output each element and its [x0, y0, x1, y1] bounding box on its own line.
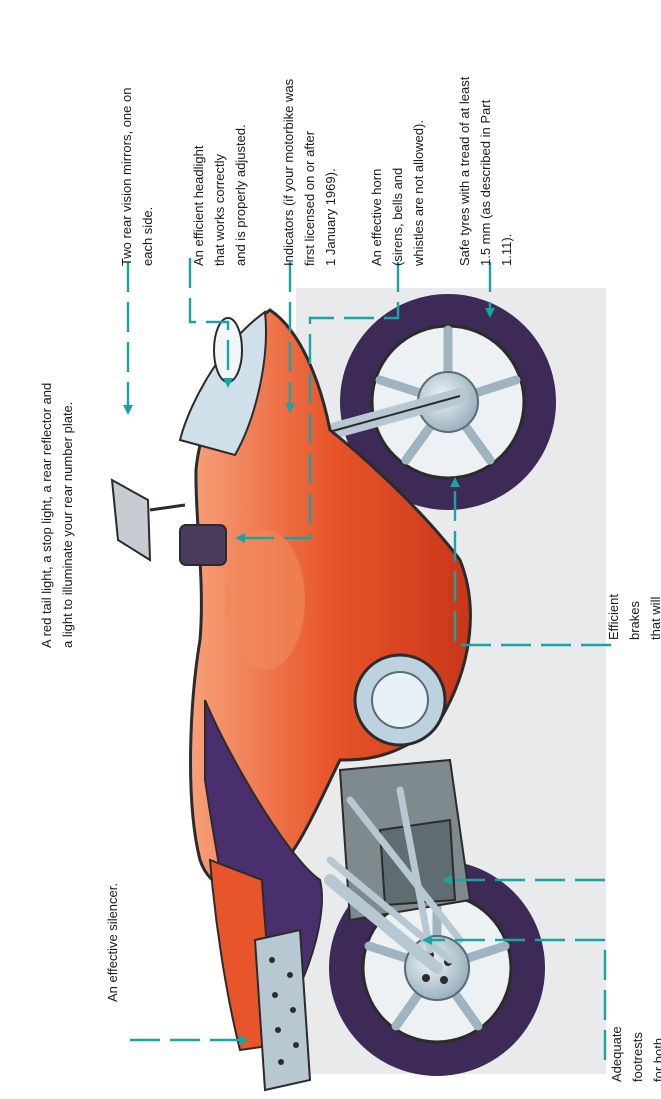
label-headlight: An efficient headlight that works correc… [188, 124, 251, 266]
handlebar [180, 525, 226, 565]
label-brakes: Efficient brakes that will allow you to … [603, 582, 661, 640]
label-footrests: Adequate footrests for both the driver a… [606, 1018, 661, 1082]
label-mirrors: Two rear vision mirrors, one on each sid… [116, 88, 158, 266]
label-silencer: An effective silencer. [102, 883, 123, 1002]
label-horn: An effective horn (sirens, bells and whi… [366, 120, 429, 266]
label-taillight: A red tail light, a stop light, a rear r… [36, 383, 78, 648]
mirror [112, 480, 150, 560]
label-tyres: Safe tyres with a tread of at least 1.5 … [454, 77, 517, 266]
silencer [255, 930, 310, 1090]
label-indicators: Indicators (if your motorbike was first … [278, 79, 341, 266]
fuel-tank [225, 530, 305, 670]
